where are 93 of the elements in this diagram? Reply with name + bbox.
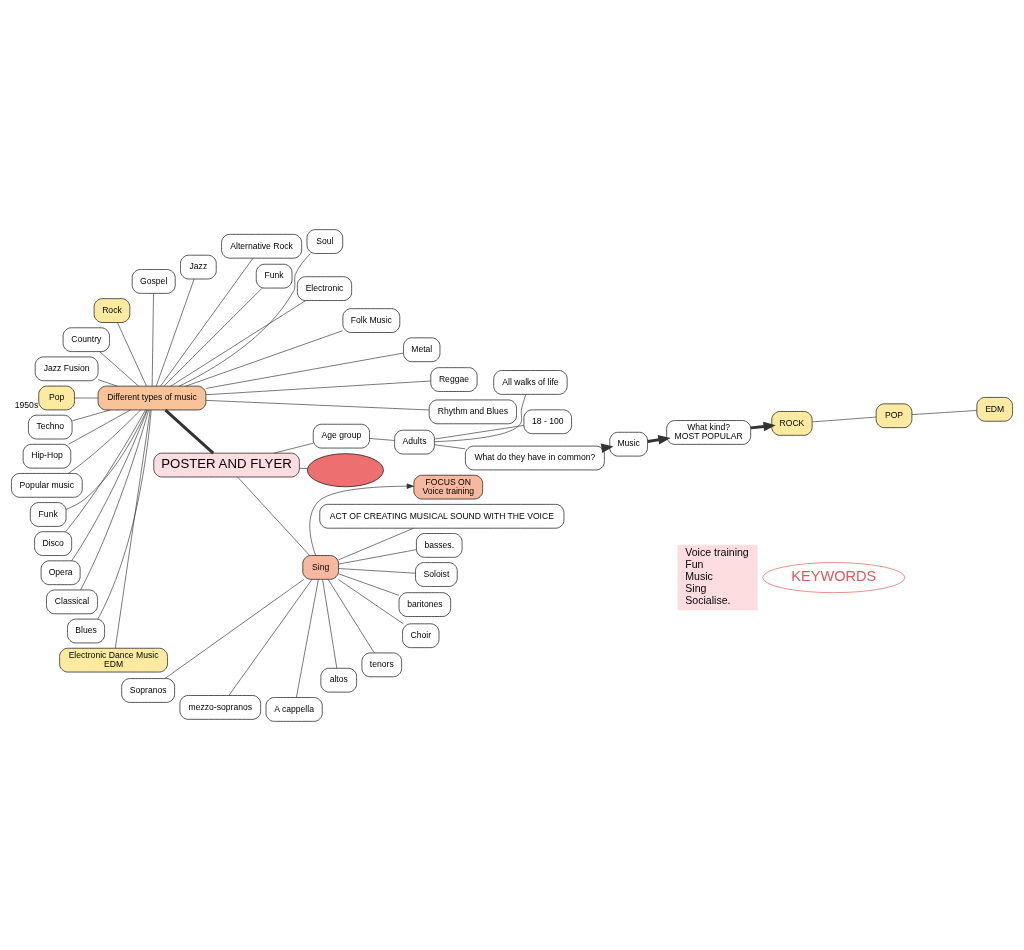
node-box: Metal (403, 337, 441, 362)
connector (97, 378, 118, 386)
node-box: altos (320, 667, 357, 692)
node-box: Country (62, 326, 110, 352)
node-box: Voice training Fun Music Sing Socialise. (677, 544, 758, 610)
node-box: Age group (312, 423, 370, 448)
connector (338, 578, 404, 624)
node-box: Disco (34, 530, 72, 556)
node-box: Electronic (297, 275, 352, 301)
connector (322, 578, 338, 669)
connector (205, 352, 404, 389)
connector (97, 409, 152, 619)
connector (71, 409, 148, 561)
connector (369, 437, 395, 441)
node-box: Sopranos (121, 677, 175, 703)
connector (65, 409, 148, 510)
node-box: Music (609, 431, 648, 456)
node-box: baritones (398, 591, 451, 617)
connector (205, 399, 430, 410)
node-box: Classical (46, 589, 98, 614)
node-box: FOCUS ON Voice training (413, 474, 483, 499)
node-box: POSTER AND FLYER (153, 452, 300, 477)
node-box: Gospel (131, 268, 176, 294)
connector (170, 299, 306, 386)
node-box: Pop (38, 385, 75, 410)
node-box: Choir (402, 623, 440, 648)
connector (115, 409, 151, 648)
connector (72, 409, 111, 421)
node-box: Adults (394, 429, 435, 454)
connector (164, 408, 215, 454)
node-cloud (307, 452, 384, 487)
connector (296, 578, 319, 698)
node-box: Jazz Fusion (34, 356, 99, 381)
node-box: Blues (67, 618, 105, 643)
node-box: Techno (28, 414, 73, 439)
connector (338, 527, 414, 560)
node-box: Popular music (11, 472, 83, 498)
connector (434, 424, 525, 439)
connector (185, 329, 344, 386)
node-box: 18 - 100 (523, 409, 572, 434)
node-box: tenors (361, 652, 402, 677)
node-box: POP (875, 403, 913, 428)
arrow (750, 421, 776, 431)
connector (74, 397, 99, 398)
node-box: Funk (30, 501, 67, 527)
connector (151, 292, 154, 386)
node-ellipse: KEYWORDS (762, 561, 906, 593)
node-box: mezzo-sopranos (179, 694, 261, 720)
node-box: Different types of music (97, 385, 207, 410)
connector (434, 393, 527, 442)
node-box: EDM (976, 396, 1013, 422)
node-box: Opera (40, 560, 81, 585)
connector (179, 252, 311, 386)
connector (812, 416, 877, 422)
node-box: Hip-Hop (22, 443, 72, 468)
node-box: ROCK (771, 410, 813, 436)
node-box: Jazz (180, 254, 217, 279)
node-box: Folk Music (342, 307, 401, 333)
connector (117, 321, 147, 386)
connector (338, 567, 416, 574)
connector (327, 578, 375, 653)
connector (99, 350, 139, 386)
node-box: Soul (306, 228, 344, 254)
arrow (309, 483, 414, 556)
node-box: basses. (416, 532, 463, 558)
node-box: What kind? MOST POPULAR (666, 419, 752, 445)
connector (65, 409, 146, 532)
node-box: Funk (255, 263, 293, 288)
node-box: Soloist (415, 561, 458, 587)
connector (163, 287, 263, 386)
node-box: Sing (302, 554, 339, 580)
connector (164, 578, 305, 679)
node-box: Reggae (430, 366, 478, 392)
connector (68, 409, 131, 445)
node-box: Rock (93, 297, 131, 323)
connector (911, 409, 978, 415)
connector (205, 380, 431, 395)
node-box: Alternative Rock (221, 233, 302, 258)
node-box: All walks of life (493, 369, 568, 395)
connector (338, 572, 400, 596)
connector (338, 548, 417, 564)
node-box: Electronic Dance Music EDM (59, 647, 168, 672)
connector (80, 409, 149, 590)
connector (155, 278, 195, 386)
connector (434, 443, 466, 449)
node-label: 1950s (14, 399, 39, 410)
connector (299, 467, 308, 469)
node-box: Rhythm and Blues (428, 399, 517, 424)
node-box: A cappella (265, 696, 323, 722)
connector (237, 476, 310, 556)
node-box: ACT OF CREATING MUSICAL SOUND WITH THE VOICE (319, 503, 565, 529)
connector (273, 442, 314, 453)
connector (228, 578, 313, 696)
